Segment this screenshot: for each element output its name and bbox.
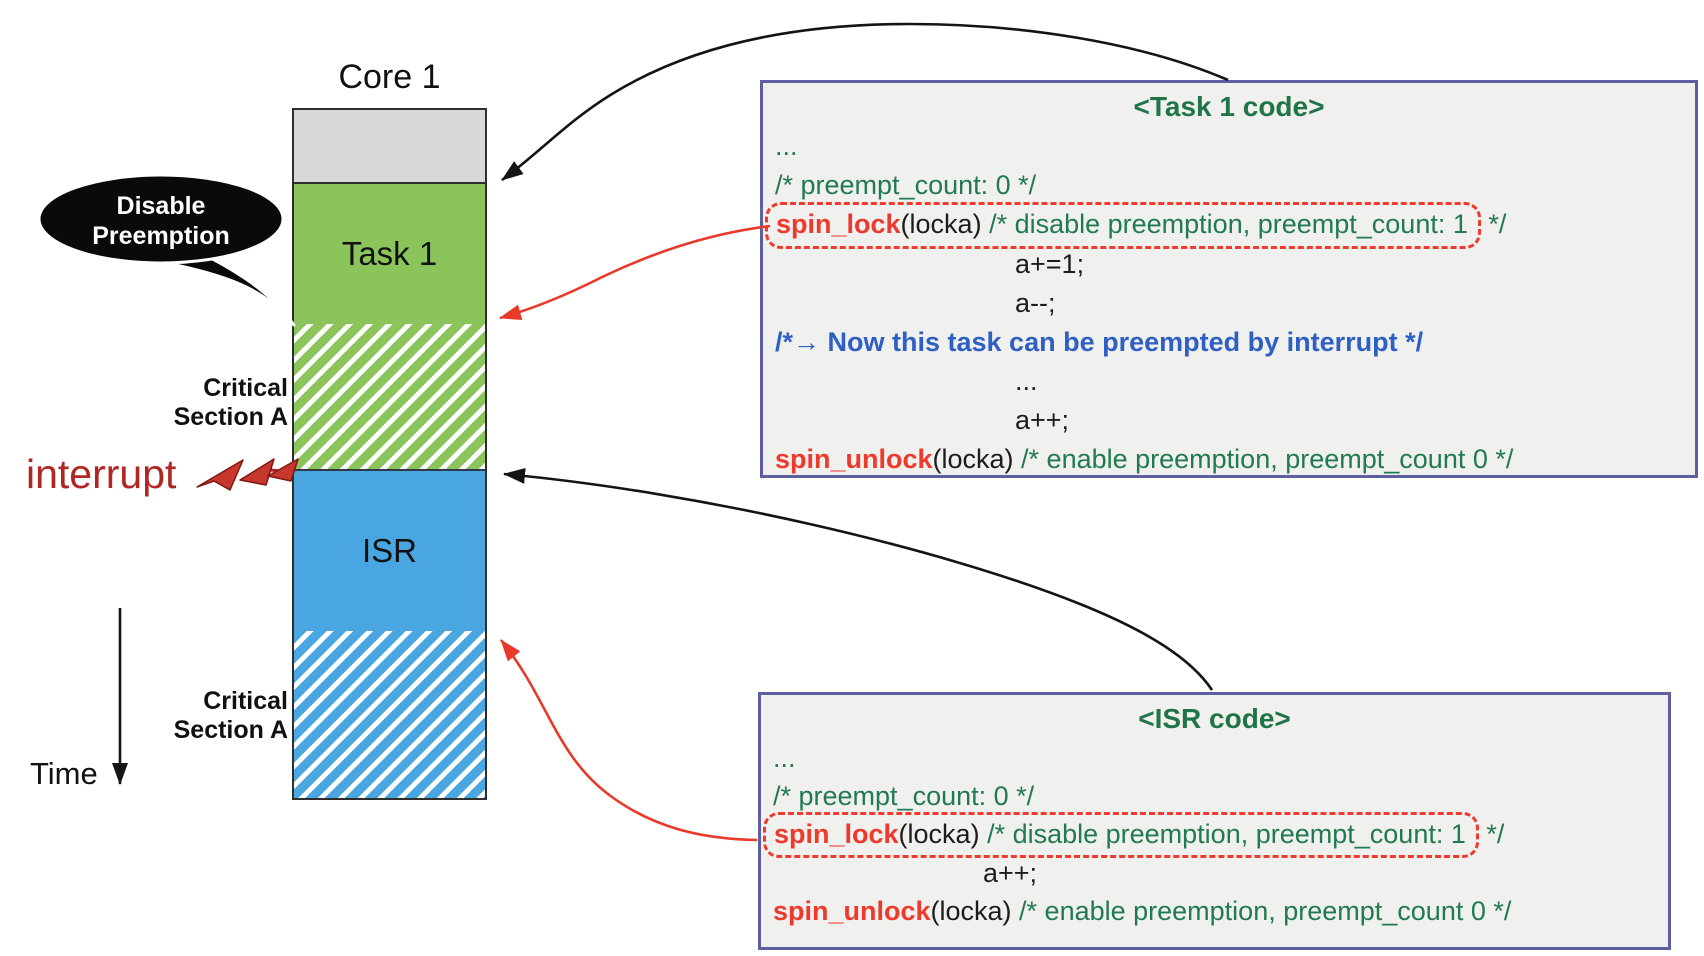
code-line-ellipsis: ... bbox=[775, 131, 798, 161]
task1-code-title: <Task 1 code> bbox=[1133, 91, 1325, 122]
isr-code-title: <ISR code> bbox=[1138, 703, 1291, 734]
interrupt-lightning-icon bbox=[196, 458, 299, 491]
isr-label: ISR bbox=[361, 532, 417, 569]
spin-unlock-comment: /* enable preemption, preempt_count 0 */ bbox=[1019, 896, 1512, 926]
core1-label: Core 1 bbox=[338, 58, 441, 96]
isr-code-box: <ISR code> ... /* preempt_count: 0 */ sp… bbox=[758, 692, 1671, 950]
time-label: Time bbox=[30, 756, 98, 791]
spin-unlock-fn: spin_unlock bbox=[775, 444, 933, 474]
code-line-preemptable-note: /*→ Now this task can be preempted by in… bbox=[775, 327, 1424, 357]
spin-unlock-comment: /* enable preemption, preempt_count 0 */ bbox=[1021, 444, 1514, 474]
spin-lock-comment: /* disable preemption, preempt_count: 1 bbox=[987, 819, 1466, 849]
code-line-stmt: a++; bbox=[1015, 405, 1070, 435]
code-line-preempt-count-0: /* preempt_count: 0 */ bbox=[775, 170, 1037, 200]
code-line-preempt-count-0: /* preempt_count: 0 */ bbox=[773, 781, 1035, 811]
spin-lock-args: (locka) bbox=[900, 209, 990, 239]
spin-unlock-fn: spin_unlock bbox=[773, 896, 931, 926]
spin-lock-comment-close: */ bbox=[1478, 819, 1505, 849]
disable-preemption-text: Disable Preemption bbox=[48, 191, 274, 251]
critical-section-a-label-bottom: Critical Section A bbox=[58, 687, 288, 745]
task1-label: Task 1 bbox=[341, 235, 438, 272]
spin-lock-comment: /* disable preemption, preempt_count: 1 bbox=[989, 209, 1468, 239]
segment-idle bbox=[294, 110, 485, 184]
segment-task1: Task 1 bbox=[294, 184, 485, 324]
connector-isr-spinlock-red-arrow bbox=[499, 639, 758, 842]
spin-lock-fn: spin_lock bbox=[776, 209, 901, 239]
segment-isr: ISR bbox=[294, 471, 485, 631]
spin-unlock-args: (locka) bbox=[930, 896, 1020, 926]
spin-lock-comment-close: */ bbox=[1480, 209, 1507, 239]
code-line-ellipsis: ... bbox=[773, 743, 796, 773]
spin-unlock-args: (locka) bbox=[932, 444, 1022, 474]
code-line-spin-lock: spin_lock(locka) /* disable preemption, … bbox=[763, 202, 1695, 249]
spin-lock-highlight-box: spin_lock(locka) /* disable preemption, … bbox=[765, 202, 1481, 249]
spin-lock-args: (locka) bbox=[898, 819, 988, 849]
code-line-stmt: a--; bbox=[1015, 288, 1056, 318]
interrupt-label: interrupt bbox=[26, 451, 177, 497]
code-line-spin-unlock: spin_unlock(locka) /* enable preemption,… bbox=[763, 440, 1695, 479]
task1-code-box: <Task 1 code> ... /* preempt_count: 0 */… bbox=[760, 80, 1698, 478]
critical-label-line1: Critical bbox=[203, 374, 288, 402]
bubble-line2: Preemption bbox=[92, 222, 230, 250]
code-line-spin-unlock: spin_unlock(locka) /* enable preemption,… bbox=[761, 892, 1668, 930]
connector-task1-spinlock-red-arrow bbox=[499, 224, 771, 321]
spin-lock-fn: spin_lock bbox=[774, 819, 899, 849]
connector-isr-start-black-arrow bbox=[503, 467, 1214, 691]
code-line-spin-lock: spin_lock(locka) /* disable preemption, … bbox=[761, 812, 1668, 858]
speech-bubble-tail-icon bbox=[148, 248, 296, 327]
critical-label-line2: Section A bbox=[173, 716, 288, 744]
critical-label-line2: Section A bbox=[173, 403, 288, 431]
bubble-line1: Disable bbox=[116, 192, 206, 220]
core1-timeline-bar: Task 1 ISR bbox=[292, 108, 487, 800]
code-line-stmt: a++; bbox=[983, 858, 1038, 888]
code-line-stmt: a+=1; bbox=[1015, 249, 1085, 279]
critical-section-a-label-top: Critical Section A bbox=[58, 374, 288, 432]
segment-task1-critical-section bbox=[294, 324, 485, 471]
segment-isr-critical-section bbox=[294, 631, 485, 798]
spin-lock-highlight-box: spin_lock(locka) /* disable preemption, … bbox=[763, 812, 1479, 858]
code-line-ellipsis: ... bbox=[1015, 366, 1038, 396]
critical-label-line1: Critical bbox=[203, 687, 288, 715]
